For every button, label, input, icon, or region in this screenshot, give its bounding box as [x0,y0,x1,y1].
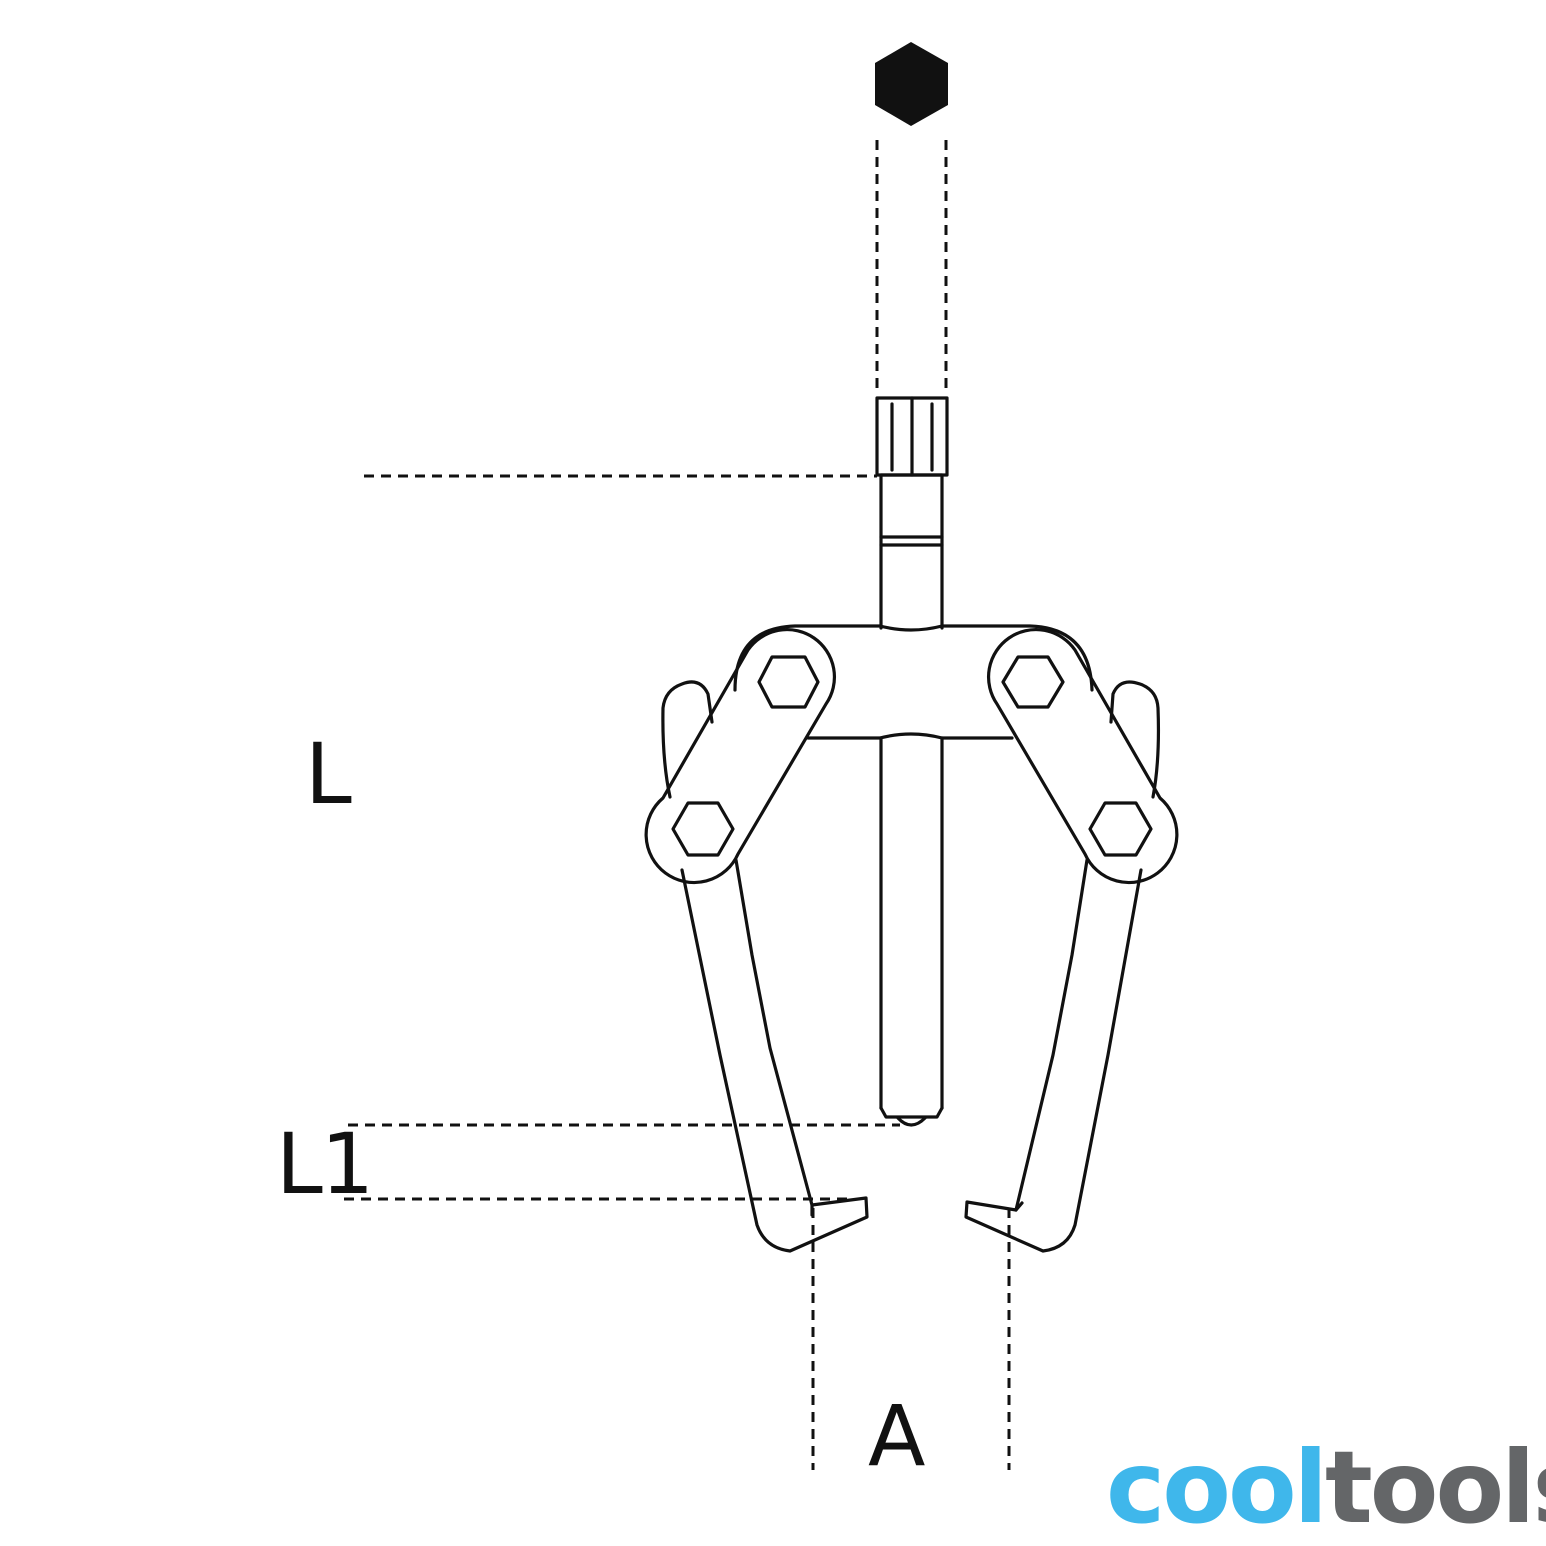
right-jaw [964,680,1161,1253]
left-link-plate [644,627,837,885]
left-link-lower-bolt-icon [671,801,735,857]
spindle-nut [875,396,949,477]
right-link-lower-bolt-icon [1088,801,1153,857]
spindle-hex-head [875,42,948,126]
dimension-label-L1: L1 [276,1115,374,1213]
puller-crossbar [733,624,1094,740]
logo-part-tools: tools [1324,1429,1546,1546]
left-jaw [661,680,869,1253]
right-link-upper-bolt-icon [1001,655,1065,709]
dimension-label-L: L [305,725,352,823]
right-link-plate [986,627,1179,885]
spindle-upper [879,473,944,630]
spindle-lower [879,736,944,1127]
dimension-label-A: A [868,1387,926,1485]
logo-part-cool: cool [1106,1429,1328,1546]
cooltools-logo: cooltools [1106,1438,1546,1538]
left-link-upper-bolt-icon [757,655,820,709]
